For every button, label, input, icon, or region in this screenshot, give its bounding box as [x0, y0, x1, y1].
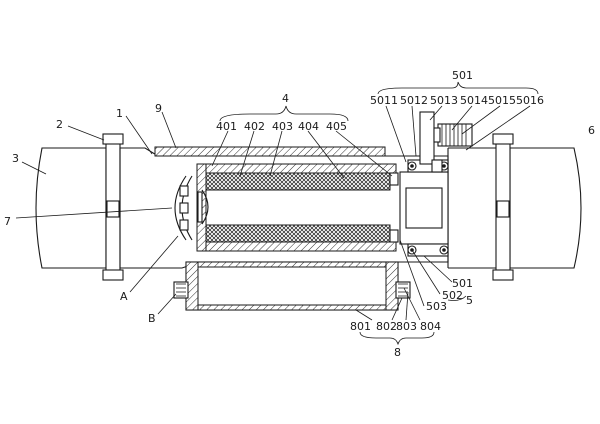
- label-5014: 5014: [460, 94, 488, 107]
- label-A: A: [120, 290, 128, 303]
- label-9: 9: [155, 102, 162, 115]
- label-2: 2: [56, 118, 63, 131]
- label-502: 502: [442, 289, 463, 302]
- label-401: 401: [216, 120, 237, 133]
- label-3: 3: [12, 152, 19, 165]
- bottom-pod-8: [173, 261, 411, 311]
- label-5015: 5015: [488, 94, 516, 107]
- inner-sleeve-4: [196, 163, 399, 252]
- label-4: 4: [282, 92, 289, 105]
- label-B: B: [148, 312, 156, 325]
- label-5011: 5011: [370, 94, 398, 107]
- label-501-top: 501: [452, 69, 473, 82]
- label-5: 5: [466, 294, 473, 307]
- label-5013: 5013: [430, 94, 458, 107]
- label-804: 804: [420, 320, 441, 333]
- label-7: 7: [4, 215, 11, 228]
- label-403: 403: [272, 120, 293, 133]
- label-405: 405: [326, 120, 347, 133]
- right-flange: [492, 133, 514, 281]
- label-5016: 5016: [516, 94, 544, 107]
- part-labels: 1 2 3 9 4 401 402 403 404 405 501 5011 5…: [4, 69, 595, 359]
- top-wall-9: [154, 146, 386, 157]
- label-801: 801: [350, 320, 371, 333]
- left-pipe: [35, 147, 107, 269]
- label-404: 404: [298, 120, 319, 133]
- label-803: 803: [396, 320, 417, 333]
- label-503: 503: [426, 300, 447, 313]
- label-5012: 5012: [400, 94, 428, 107]
- label-1: 1: [116, 107, 123, 120]
- leader-lines: [15, 81, 539, 346]
- label-402: 402: [244, 120, 265, 133]
- right-pipe: [509, 147, 582, 269]
- label-8: 8: [394, 346, 401, 359]
- gear-motor: [433, 123, 473, 147]
- label-501-bottom: 501: [452, 277, 473, 290]
- label-6: 6: [588, 124, 595, 137]
- end-cap-A: [174, 175, 209, 241]
- label-802: 802: [376, 320, 397, 333]
- right-assembly-5: [399, 111, 449, 257]
